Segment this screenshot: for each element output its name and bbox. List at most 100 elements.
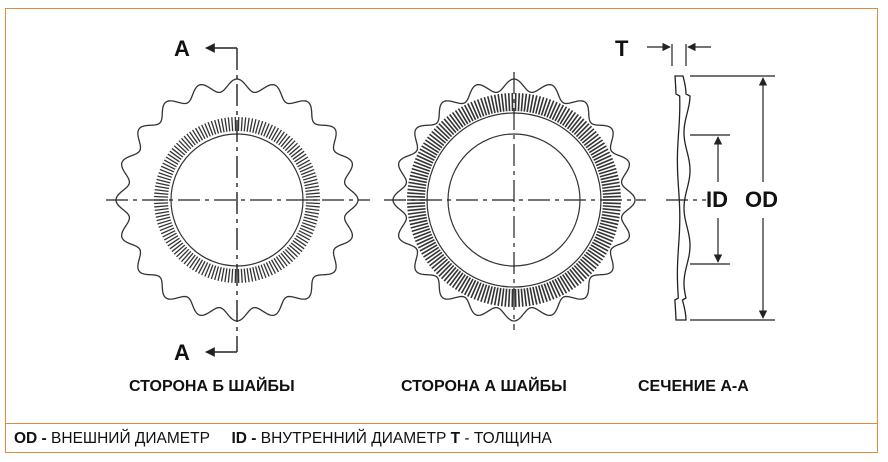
friction-tooth (207, 264, 214, 279)
friction-tooth (303, 178, 318, 184)
friction-tooth (520, 93, 524, 112)
friction-tooth (204, 263, 211, 277)
friction-tooth (546, 282, 555, 300)
friction-tooth (301, 222, 316, 228)
friction-tooth (178, 140, 190, 152)
friction-tooth (587, 139, 604, 151)
friction-tooth (201, 262, 209, 276)
section-profile (674, 75, 691, 321)
friction-tooth (438, 262, 453, 277)
legend-id-text: ВНУТРЕННИЙ ДИАМЕТР (260, 430, 447, 447)
caption-section: СЕЧЕНИЕ А-А (638, 378, 749, 395)
friction-tooth (260, 121, 267, 136)
friction-tooth (588, 142, 605, 154)
friction-tooth (546, 100, 555, 118)
friction-tooth (551, 103, 561, 121)
friction-tooth (449, 114, 462, 130)
friction-tooth (194, 127, 204, 141)
friction-tooth (591, 241, 609, 252)
friction-tooth (243, 117, 247, 132)
friction-tooth (490, 95, 496, 114)
friction-tooth (599, 171, 618, 178)
friction-tooth (587, 249, 604, 261)
friction-tooth (435, 260, 451, 275)
friction-tooth (305, 188, 320, 192)
friction-tooth (483, 285, 491, 304)
friction-tooth (419, 148, 437, 159)
friction-tooth (186, 254, 196, 267)
friction-tooth (543, 99, 552, 117)
friction-tooth (504, 288, 508, 307)
friction-tooth (220, 267, 225, 282)
friction-tooth (473, 282, 482, 300)
friction-tooth (449, 270, 462, 286)
friction-tooth (220, 118, 225, 133)
friction-tooth (280, 252, 291, 265)
friction-tooth (260, 264, 267, 279)
friction-tooth (171, 147, 184, 158)
friction-tooth (282, 137, 294, 150)
friction-tooth (167, 237, 180, 247)
friction-tooth (157, 219, 172, 225)
friction-tooth (577, 125, 593, 140)
friction-tooth (537, 285, 545, 304)
friction-tooth (231, 268, 234, 283)
friction-tooth (457, 108, 469, 125)
friction-tooth (217, 119, 222, 133)
friction-tooth (159, 224, 174, 232)
friction-tooth (263, 123, 270, 137)
friction-tooth (581, 256, 597, 270)
friction-tooth (556, 106, 568, 123)
friction-tooth (598, 167, 617, 175)
friction-tooth (155, 210, 170, 215)
friction-tooth (473, 100, 482, 118)
friction-tooth (529, 287, 535, 306)
friction-tooth (158, 222, 173, 228)
friction-tooth (194, 259, 204, 273)
friction-tooth (543, 283, 552, 301)
friction-tooth (476, 283, 485, 301)
friction-tooth (493, 287, 499, 306)
friction-tooth (532, 95, 538, 114)
friction-tooth (583, 254, 599, 267)
friction-tooth (408, 178, 427, 184)
centerlines (106, 72, 706, 330)
friction-tooth (486, 286, 493, 304)
friction-tooth (504, 93, 508, 112)
friction-tooth (240, 268, 243, 283)
friction-tooth (602, 208, 621, 212)
friction-tooth (284, 248, 296, 260)
friction-tooth (171, 242, 184, 253)
legend-t-code: T (450, 430, 461, 447)
friction-tooth (507, 288, 511, 307)
friction-tooth (417, 239, 435, 249)
friction-tooth (571, 118, 585, 134)
friction-tooth (593, 151, 611, 161)
friction-tooth (490, 286, 496, 305)
friction-tooth (523, 288, 528, 307)
friction-tooth (590, 244, 607, 255)
friction-tooth (165, 156, 179, 165)
friction-tooth (446, 116, 459, 132)
friction-tooth (411, 167, 430, 175)
friction-tooth (246, 268, 250, 283)
friction-tooth (467, 279, 477, 297)
friction-tooth (409, 174, 428, 181)
friction-tooth (597, 164, 616, 172)
friction-tooth (446, 268, 459, 284)
friction-tooth (155, 213, 170, 218)
friction-tooth (596, 161, 615, 170)
friction-tooth (597, 228, 616, 236)
friction-tooth (197, 126, 206, 140)
washer-side-b-teeth (154, 117, 320, 283)
friction-tooth (298, 230, 312, 238)
friction-tooth (189, 131, 199, 144)
friction-tooth (517, 93, 521, 112)
friction-tooth (602, 185, 621, 190)
friction-tooth (180, 250, 192, 263)
friction-tooth (249, 267, 254, 282)
diagram-frame (5, 8, 878, 453)
friction-tooth (577, 260, 593, 275)
friction-tooth (602, 188, 621, 192)
